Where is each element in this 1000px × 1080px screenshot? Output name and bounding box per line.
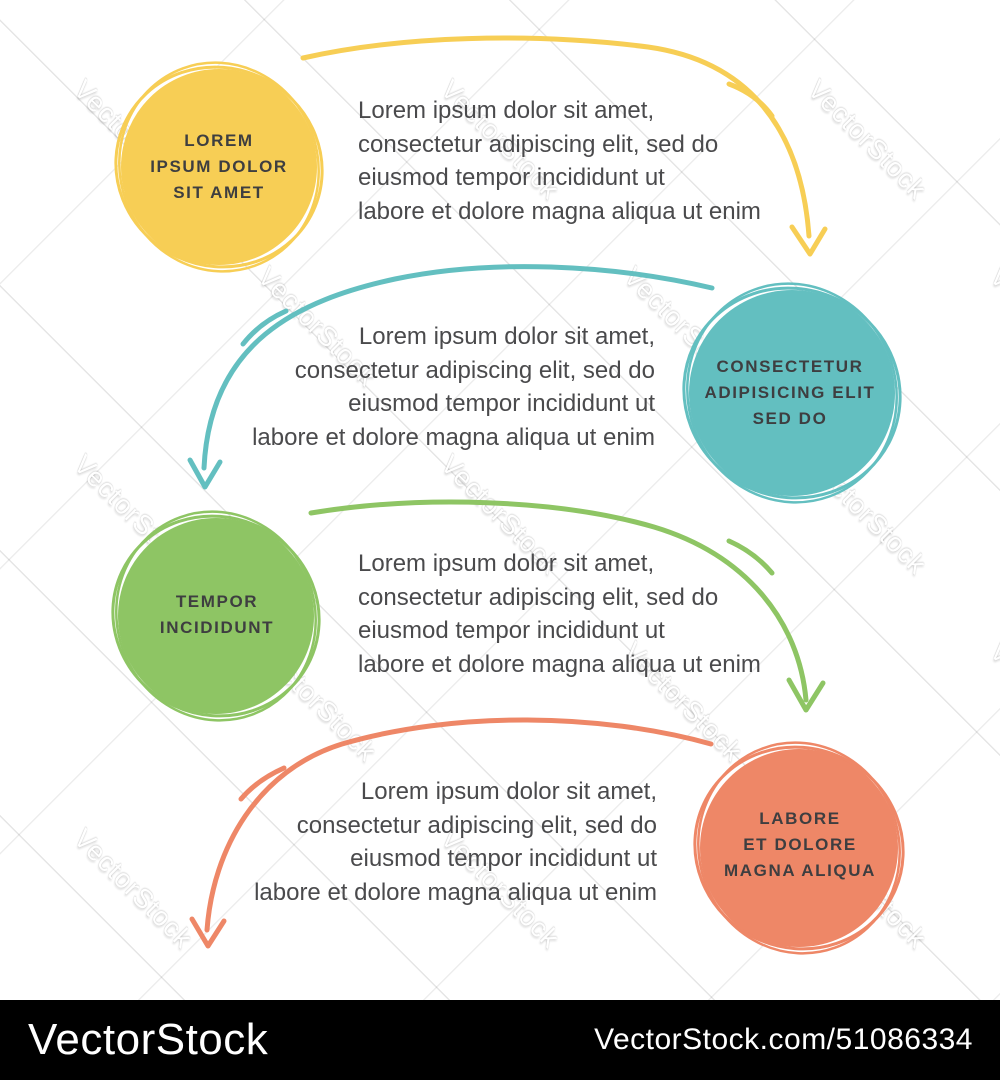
arrow-4-head [189,916,227,949]
curved-arrow-4 [189,717,714,949]
circle-3-ring-b [115,510,317,722]
circle-1-ring-b [118,61,320,273]
circle-3-fill [118,518,314,714]
arrow-4-accent-stroke [238,765,287,802]
arrow-2-accent-stroke [240,308,289,347]
arrow-2-shaft [201,264,715,471]
paragraph-1: Lorem ipsum dolor sit amet, consectetur … [358,97,761,225]
paragraph-3: Lorem ipsum dolor sit amet, consectetur … [358,550,761,678]
curved-arrow-3 [308,499,826,713]
circle-2-ring-a [682,286,902,500]
circle-3-ring-a [111,514,321,718]
arrow-3-accent-stroke [726,538,775,576]
arrow-3-shaft [308,499,809,703]
circle-label-1: LOREM IPSUM DOLOR SIT AMET [150,131,288,202]
circle-2-ring-b [686,282,898,504]
paragraph-2: Lorem ipsum dolor sit amet, consectetur … [252,323,655,451]
circle-label-2: CONSECTETUR ADIPISICING ELIT SED DO [704,357,876,428]
circle-2-fill [689,290,895,496]
circle-label-4: LABORE ET DOLORE MAGNA ALIQUA [723,809,877,880]
circle-1-fill [121,69,317,265]
scribble-circle-4 [693,741,905,955]
circle-4-ring-a [693,745,905,951]
arrow-4-shaft [204,717,714,933]
circle-4-ring-b [697,741,901,955]
circle-1-ring-a [114,65,324,269]
scribble-circle-1 [114,61,324,273]
arrow-2-head [187,457,223,490]
footer-image-url-text: VectorStock.com/51086334 [594,1023,973,1056]
footer-brand-text: VectorStock [28,1015,269,1064]
scribble-circle-3 [111,510,321,722]
arrow-1-accent-stroke [726,81,775,119]
scribble-circle-2 [682,282,902,504]
circle-4-fill [700,749,898,947]
watermark-footer-bar: VectorStock VectorStock.com/51086334 [0,1000,1000,1080]
curved-arrow-2 [187,264,715,490]
paragraph-4: Lorem ipsum dolor sit amet, consectetur … [254,778,657,906]
arrow-1-head [789,224,828,257]
curved-arrow-1 [300,35,828,257]
arrow-1-shaft [300,35,812,239]
circle-label-3: TEMPOR INCIDIDUNT [159,592,275,637]
arrow-3-head [786,677,826,713]
